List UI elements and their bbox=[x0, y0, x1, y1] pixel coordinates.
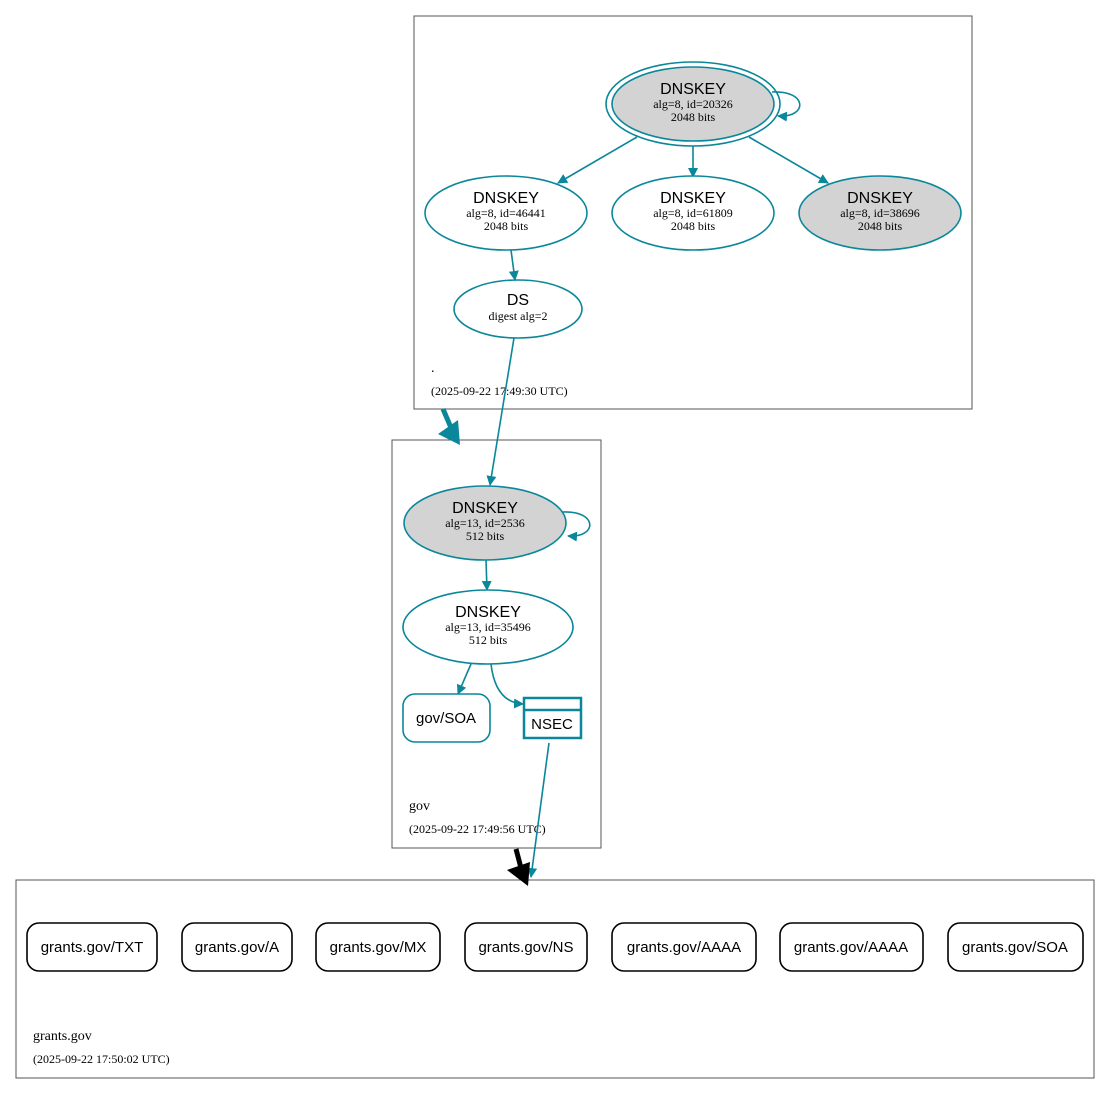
node-root-zsk3-line2: 2048 bits bbox=[858, 219, 903, 233]
zone-grants: grants.gov (2025-09-22 17:50:02 UTC) bbox=[15, 879, 1095, 1079]
node-root-zsk1-title: DNSKEY bbox=[473, 190, 539, 207]
zone-root-timestamp: (2025-09-22 17:49:30 UTC) bbox=[431, 384, 568, 398]
node-root-zsk2-line2: 2048 bits bbox=[671, 219, 716, 233]
node-gov-zsk-title: DNSKEY bbox=[455, 604, 521, 621]
zone-gov: gov (2025-09-22 17:49:56 UTC) bbox=[391, 439, 602, 849]
zone-gov-timestamp: (2025-09-22 17:49:56 UTC) bbox=[409, 822, 546, 836]
node-gov-soa: gov/SOA bbox=[402, 693, 491, 743]
edge-gov-zsk-to-soa bbox=[456, 663, 472, 695]
node-root-zsk2-title: DNSKEY bbox=[660, 190, 726, 207]
edge-nsec-to-grants bbox=[527, 742, 550, 878]
record-label: grants.gov/NS bbox=[478, 939, 573, 956]
node-root-ksk-line1: alg=8, id=20326 bbox=[653, 97, 733, 111]
edge-delegation-root-gov-head bbox=[438, 420, 460, 445]
node-gov-soa-label: gov/SOA bbox=[416, 710, 476, 727]
record-node: grants.gov/SOA bbox=[947, 922, 1084, 972]
node-root-zsk3: DNSKEY alg=8, id=38696 2048 bits bbox=[798, 175, 962, 251]
node-gov-nsec: NSEC bbox=[522, 696, 583, 740]
node-root-ksk-title: DNSKEY bbox=[660, 81, 726, 98]
node-root-zsk1: DNSKEY alg=8, id=46441 2048 bits bbox=[424, 175, 588, 251]
zone-grants-name: grants.gov bbox=[33, 1029, 92, 1044]
zone-root: . (2025-09-22 17:49:30 UTC) bbox=[413, 15, 973, 410]
node-gov-ksk-line2: 512 bits bbox=[466, 529, 505, 543]
grants-records: grants.gov/TXT grants.gov/A grants.gov/M… bbox=[26, 922, 1084, 972]
node-gov-zsk-line1: alg=13, id=35496 bbox=[445, 620, 531, 634]
record-label: grants.gov/MX bbox=[330, 939, 427, 956]
node-root-zsk2: DNSKEY alg=8, id=61809 2048 bits bbox=[611, 175, 775, 251]
node-root-ksk-line2: 2048 bits bbox=[671, 110, 716, 124]
node-gov-zsk: DNSKEY alg=13, id=35496 512 bits bbox=[402, 589, 574, 665]
edge-root-ksk-self bbox=[771, 91, 801, 122]
node-gov-ds-title: DS bbox=[507, 292, 529, 309]
node-root-ksk: DNSKEY alg=8, id=20326 2048 bits bbox=[605, 61, 781, 147]
record-node: grants.gov/A bbox=[181, 922, 293, 972]
node-gov-ksk-title: DNSKEY bbox=[452, 500, 518, 517]
record-label: grants.gov/AAAA bbox=[627, 939, 741, 956]
record-node: grants.gov/MX bbox=[315, 922, 441, 972]
node-gov-ksk-line1: alg=13, id=2536 bbox=[445, 516, 525, 530]
record-node: grants.gov/AAAA bbox=[779, 922, 924, 972]
record-node: grants.gov/AAAA bbox=[611, 922, 757, 972]
record-label: grants.gov/SOA bbox=[962, 939, 1068, 956]
record-label: grants.gov/A bbox=[195, 939, 279, 956]
node-root-zsk3-line1: alg=8, id=38696 bbox=[840, 206, 920, 220]
edge-gov-ksk-self bbox=[561, 511, 591, 542]
edge-root-ksk-to-zsk3 bbox=[748, 136, 829, 184]
node-gov-ds-line1: digest alg=2 bbox=[488, 309, 547, 323]
edge-root-zsk1-to-ds bbox=[508, 249, 519, 281]
record-node: grants.gov/NS bbox=[464, 922, 588, 972]
zone-gov-name: gov bbox=[409, 799, 430, 814]
edge-delegation-gov-grants bbox=[513, 848, 524, 869]
node-root-zsk1-line1: alg=8, id=46441 bbox=[466, 206, 546, 220]
edges bbox=[438, 91, 829, 886]
record-label: grants.gov/AAAA bbox=[794, 939, 908, 956]
node-root-zsk3-title: DNSKEY bbox=[847, 190, 913, 207]
node-root-zsk1-line2: 2048 bits bbox=[484, 219, 529, 233]
node-gov-nsec-label: NSEC bbox=[531, 716, 573, 733]
record-node: grants.gov/TXT bbox=[26, 922, 158, 972]
node-gov-zsk-line2: 512 bits bbox=[469, 633, 508, 647]
edge-gov-zsk-to-nsec bbox=[490, 663, 524, 709]
zone-grants-timestamp: (2025-09-22 17:50:02 UTC) bbox=[33, 1052, 170, 1066]
edge-gov-ksk-to-zsk bbox=[481, 559, 492, 591]
edge-ds-to-gov-ksk bbox=[486, 337, 515, 486]
node-gov-ksk: DNSKEY alg=13, id=2536 512 bits bbox=[403, 485, 567, 561]
record-label: grants.gov/TXT bbox=[41, 939, 144, 956]
node-root-zsk2-line1: alg=8, id=61809 bbox=[653, 206, 733, 220]
node-gov-ds: DS digest alg=2 bbox=[453, 279, 583, 339]
edge-root-ksk-to-zsk1 bbox=[557, 136, 638, 184]
zone-root-name: . bbox=[431, 361, 435, 376]
edge-delegation-gov-grants-head bbox=[507, 862, 530, 886]
